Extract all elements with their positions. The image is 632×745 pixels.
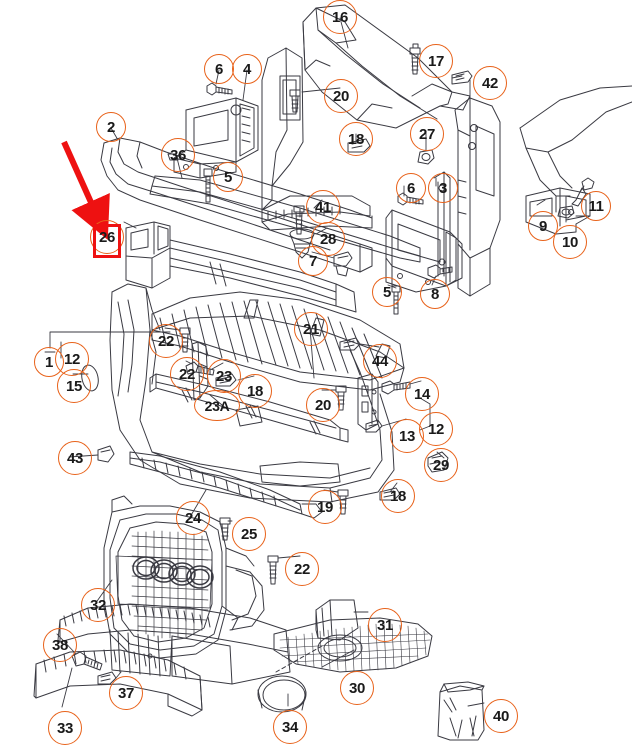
callout-20[interactable]: 20 — [306, 388, 340, 422]
leader-lines — [44, 17, 585, 708]
callout-38[interactable]: 38 — [43, 628, 77, 662]
fastener-25 — [219, 517, 231, 541]
fastener-5a — [203, 168, 213, 203]
callout-24[interactable]: 24 — [176, 501, 210, 535]
fastener-38 — [71, 651, 103, 671]
callout-41[interactable]: 41 — [306, 190, 340, 224]
callout-43[interactable]: 43 — [58, 441, 92, 475]
callout-4[interactable]: 4 — [232, 54, 262, 84]
callout-26[interactable]: 26 — [90, 220, 124, 254]
callout-36[interactable]: 36 — [161, 138, 195, 172]
callout-11[interactable]: 11 — [581, 191, 611, 221]
fastener-41 — [293, 205, 305, 235]
callout-23a[interactable]: 23A — [194, 390, 240, 421]
callout-9[interactable]: 9 — [528, 211, 558, 241]
fastener-7-clip — [333, 251, 353, 277]
fastener-14 — [381, 380, 411, 395]
callout-2[interactable]: 2 — [96, 112, 126, 142]
callout-22[interactable]: 22 — [149, 324, 183, 358]
callout-31[interactable]: 31 — [368, 608, 402, 642]
callout-40[interactable]: 40 — [484, 699, 518, 733]
part-26-lower-bracket — [125, 221, 171, 289]
part-34-trim-ring — [257, 675, 307, 713]
callout-28[interactable]: 28 — [311, 222, 345, 256]
callout-13[interactable]: 13 — [390, 419, 424, 453]
callout-5[interactable]: 5 — [372, 277, 402, 307]
callout-12[interactable]: 12 — [419, 412, 453, 446]
callout-25[interactable]: 25 — [232, 517, 266, 551]
part-31-blank-cover — [315, 599, 359, 641]
callout-18[interactable]: 18 — [381, 479, 415, 513]
callout-42[interactable]: 42 — [473, 66, 507, 100]
callout-6[interactable]: 6 — [396, 173, 426, 203]
callout-20[interactable]: 20 — [324, 79, 358, 113]
part-14-mount-bracket — [357, 373, 379, 431]
fastener-27-nut — [417, 149, 435, 165]
part-16-upper-carrier — [302, 4, 471, 129]
callout-5[interactable]: 5 — [213, 162, 243, 192]
fastener-22c — [267, 555, 279, 585]
fender-edge-strip — [519, 85, 632, 213]
callout-7[interactable]: 7 — [298, 246, 328, 276]
fastener-20a — [289, 89, 301, 113]
callout-18[interactable]: 18 — [339, 122, 373, 156]
fastener-44-clip — [339, 337, 361, 351]
callout-3[interactable]: 3 — [428, 173, 458, 203]
callout-17[interactable]: 17 — [419, 44, 453, 78]
callout-16[interactable]: 16 — [323, 0, 357, 34]
fastener-8 — [427, 264, 453, 279]
callout-10[interactable]: 10 — [553, 225, 587, 259]
callout-14[interactable]: 14 — [405, 377, 439, 411]
callout-29[interactable]: 29 — [424, 448, 458, 482]
callout-37[interactable]: 37 — [109, 676, 143, 710]
callout-23[interactable]: 23 — [207, 359, 241, 393]
fastener-6a — [206, 82, 233, 96]
highlight-box — [93, 224, 121, 258]
fastener-13-clip — [365, 419, 383, 433]
callout-22[interactable]: 22 — [285, 552, 319, 586]
callout-22[interactable]: 22 — [170, 357, 204, 391]
callout-15[interactable]: 15 — [57, 369, 91, 403]
fastener-11 — [571, 177, 595, 207]
fastener-42-clip — [451, 70, 473, 85]
part-24-lower-spoiler — [129, 451, 323, 519]
part-33-lower-valance — [33, 649, 203, 717]
callout-6[interactable]: 6 — [204, 54, 234, 84]
callout-21[interactable]: 21 — [294, 312, 328, 346]
callout-44[interactable]: 44 — [363, 344, 397, 378]
callout-27[interactable]: 27 — [410, 117, 444, 151]
right-inner-wing-panel — [454, 97, 501, 297]
lower-cross-beam — [169, 239, 357, 313]
callout-8[interactable]: 8 — [420, 279, 450, 309]
fastener-43-clip — [97, 445, 115, 463]
callout-19[interactable]: 19 — [308, 490, 342, 524]
callout-34[interactable]: 34 — [273, 710, 307, 744]
part-40-protective-bag — [437, 681, 485, 741]
callout-32[interactable]: 32 — [81, 588, 115, 622]
part-30-lower-grille — [273, 617, 433, 673]
callout-18[interactable]: 18 — [238, 374, 272, 408]
callout-30[interactable]: 30 — [340, 671, 374, 705]
part-32-radiator-grille — [103, 495, 265, 659]
callout-33[interactable]: 33 — [48, 711, 82, 745]
